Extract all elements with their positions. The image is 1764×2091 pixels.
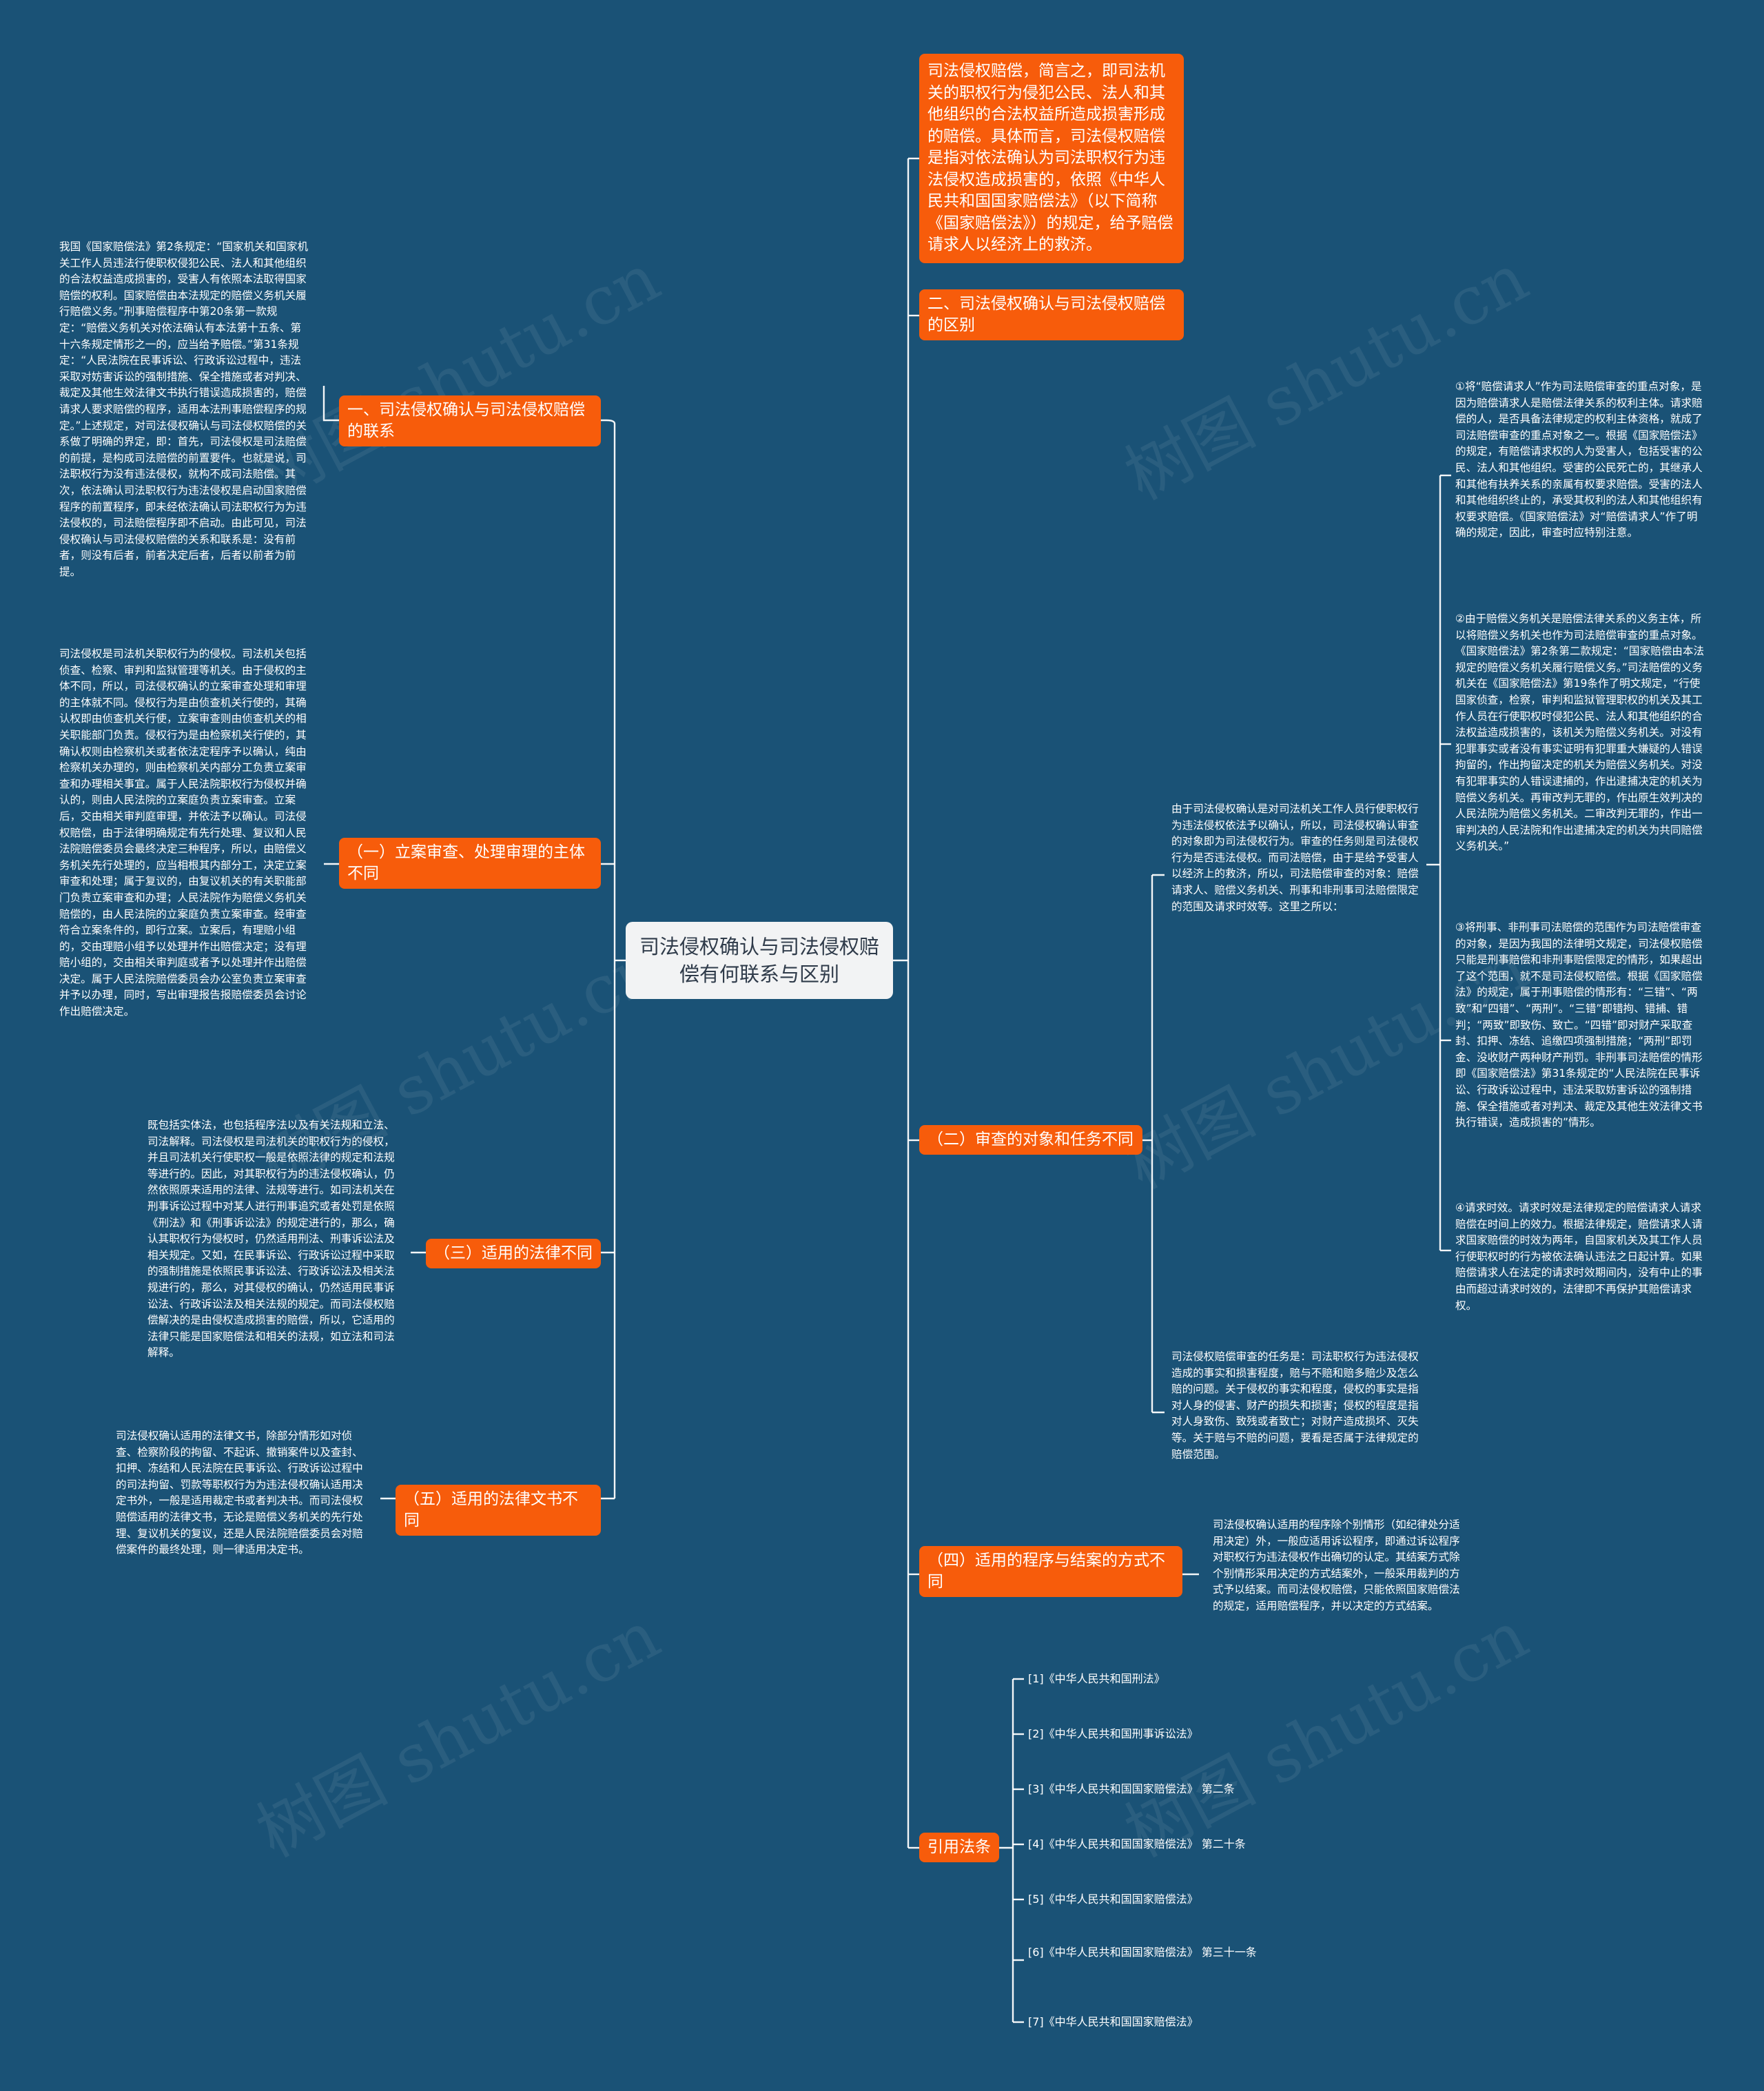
topic-subject-difference[interactable]: （一）立案审查、处理审理的主体不同 (339, 838, 601, 889)
cited-law-item[interactable]: [3]《中华人民共和国国家赔偿法》 第二条 (1028, 1782, 1235, 1795)
subject-difference-text: 司法侵权是司法机关职权行为的侵权。司法机关包括侦查、检察、审判和监狱管理等机关。… (59, 648, 307, 1018)
topic-procedure[interactable]: （四）适用的程序与结案的方式不同 (919, 1546, 1182, 1597)
legal-documents-text: 司法侵权确认适用的法律文书，除部分情形如对侦查、检察阶段的拘留、不起诉、撤销案件… (116, 1430, 363, 1556)
review-point-1: ①将“赔偿请求人”作为司法赔偿审查的重点对象，是因为赔偿请求人是赔偿法律关系的权… (1455, 380, 1703, 539)
topic-differences[interactable]: 二、司法侵权确认与司法侵权赔偿的区别 (919, 289, 1184, 340)
watermark: 树图 shutu.cn (245, 1596, 672, 1873)
cited-law-item[interactable]: [1]《中华人民共和国刑法》 (1028, 1672, 1165, 1685)
cited-law-item[interactable]: [6]《中华人民共和国国家赔偿法》 第三十一条 (1028, 1946, 1257, 1959)
review-point-2: ②由于赔偿义务机关是赔偿法律关系的义务主体，所以将赔偿义务机关也作为司法赔偿审查… (1455, 612, 1705, 853)
cited-law-item[interactable]: [5]《中华人民共和国国家赔偿法》 (1028, 1893, 1198, 1906)
applicable-law-text: 既包括实体法，也包括程序法以及有关法规和立法、司法解释。司法侵权是司法机关的职权… (147, 1119, 395, 1359)
review-object-intro: 由于司法侵权确认是对司法机关工作人员行使职权行为违法侵权依法予以确认，所以，司法… (1171, 803, 1419, 913)
topic-connection[interactable]: 一、司法侵权确认与司法侵权赔偿的联系 (339, 395, 601, 446)
review-task-text: 司法侵权赔偿审查的任务是：司法职权行为违法侵权造成的事实和损害程度，赔与不赔和赔… (1171, 1350, 1419, 1461)
connection-detail-text: 我国《国家赔偿法》第2条规定：“国家机关和国家机关工作人员违法行使职权侵犯公民、… (59, 240, 309, 578)
topic-cited-laws[interactable]: 引用法条 (919, 1833, 999, 1862)
review-point-3: ③将刑事、非刑事司法赔偿的范围作为司法赔偿审查的对象，是因为我国的法律明文规定，… (1455, 921, 1703, 1129)
cited-law-item[interactable]: [7]《中华人民共和国国家赔偿法》 (1028, 2015, 1198, 2028)
root-topic[interactable]: 司法侵权确认与司法侵权赔偿有何联系与区别 (626, 922, 893, 999)
connector (601, 419, 616, 424)
topic-applicable-law[interactable]: （三）适用的法律不同 (426, 1239, 601, 1268)
topic-definition[interactable]: 司法侵权赔偿，简言之，即司法机关的职权行为侵犯公民、法人和其他组织的合法权益所造… (919, 54, 1184, 263)
cited-law-item[interactable]: [4]《中华人民共和国国家赔偿法》 第二十条 (1028, 1837, 1246, 1851)
review-point-4: ④请求时效。请求时效是法律规定的赔偿请求人请求赔偿在时间上的效力。根据法律规定，… (1455, 1202, 1703, 1312)
cited-law-item[interactable]: [2]《中华人民共和国刑事诉讼法》 (1028, 1727, 1198, 1740)
topic-review-object[interactable]: （二）审查的对象和任务不同 (919, 1125, 1142, 1155)
topic-legal-documents[interactable]: （五）适用的法律文书不同 (396, 1485, 601, 1536)
procedure-text: 司法侵权确认适用的程序除个别情形（如纪律处分适用决定）外，一般应适用诉讼程序，即… (1213, 1518, 1460, 1612)
